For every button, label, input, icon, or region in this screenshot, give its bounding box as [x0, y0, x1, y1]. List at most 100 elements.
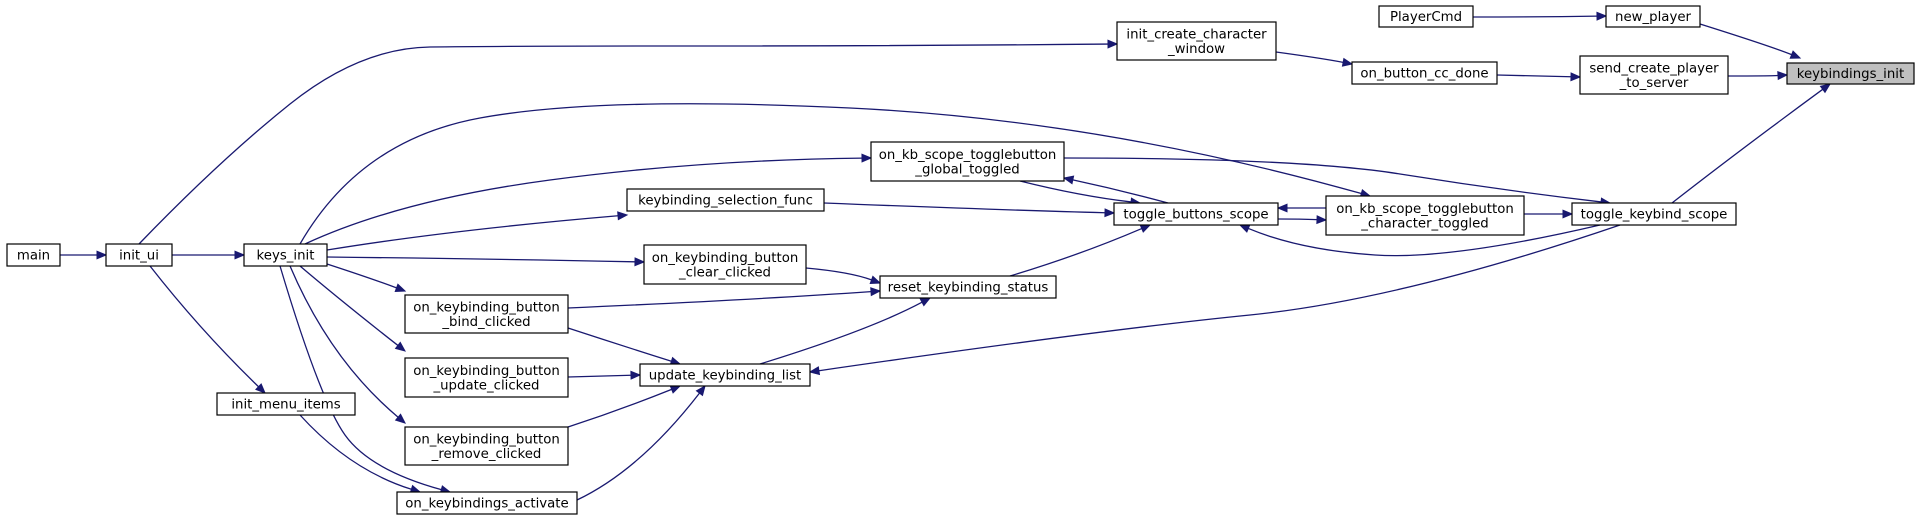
- edge-on-kb-button-clear-to-reset-keybinding-status: [805, 267, 882, 285]
- node-box: [870, 141, 1065, 182]
- node-label: on_button_cc_done: [1360, 67, 1488, 82]
- node-label: _window: [1167, 42, 1225, 57]
- node-box: [1786, 62, 1915, 85]
- node-on-button-cc-done[interactable]: on_button_cc_done: [1351, 61, 1498, 85]
- node-label: on_keybinding_button: [413, 300, 560, 315]
- node-on-keybindings-activate[interactable]: on_keybindings_activate: [396, 491, 578, 515]
- node-label: keys_init: [257, 249, 315, 264]
- edge-reset-keybinding-status-to-toggle-buttons-scope: [1009, 224, 1152, 277]
- node-toggle-keybind-scope[interactable]: toggle_keybind_scope: [1571, 202, 1737, 226]
- node-on-kb-scope-global[interactable]: on_kb_scope_togglebutton_global_toggled: [870, 141, 1065, 182]
- node-label: main: [17, 249, 50, 264]
- node-label: reset_keybinding_status: [888, 281, 1049, 296]
- node-label: send_create_player: [1589, 61, 1719, 76]
- edge-send-create-player-to-keybindings-init: [1727, 71, 1789, 81]
- edge-toggle-buttons-scope-to-on-kb-scope-global: [1062, 175, 1169, 204]
- node-label: PlayerCmd: [1390, 10, 1462, 25]
- node-box: [396, 491, 578, 515]
- node-main[interactable]: main: [6, 243, 61, 267]
- node-label: on_kb_scope_togglebutton: [879, 148, 1057, 163]
- node-reset-keybinding-status[interactable]: reset_keybinding_status: [879, 275, 1057, 299]
- node-box: [6, 243, 61, 267]
- node-label: _update_clicked: [432, 378, 539, 393]
- node-box: [1351, 61, 1498, 85]
- node-label: keybinding_selection_func: [638, 194, 813, 209]
- node-box: [1325, 195, 1525, 236]
- node-label: on_keybindings_activate: [405, 497, 568, 512]
- node-on-kb-scope-character[interactable]: on_kb_scope_togglebutton_character_toggl…: [1325, 195, 1525, 236]
- node-send-create-player[interactable]: send_create_player_to_server: [1579, 55, 1729, 95]
- node-update-keybinding-list[interactable]: update_keybinding_list: [639, 363, 811, 387]
- node-box: [639, 363, 811, 387]
- edge-on-keybindings-activate-to-update-keybinding-list: [576, 384, 706, 501]
- node-label: _bind_clicked: [441, 315, 530, 330]
- node-init-ui[interactable]: init_ui: [105, 243, 173, 267]
- node-keybindings-init[interactable]: keybindings_init: [1786, 62, 1915, 85]
- edge-on-kb-scope-character-to-toggle-keybind-scope: [1524, 209, 1574, 219]
- call-graph-edges: [60, 11, 1832, 501]
- node-on-kb-button-remove[interactable]: on_keybinding_button_remove_clicked: [404, 426, 569, 466]
- node-box: [1579, 55, 1729, 95]
- node-label: on_kb_scope_togglebutton: [1336, 202, 1514, 217]
- node-box: [1116, 21, 1277, 61]
- edge-on-kb-button-bind-to-reset-keybinding-status: [567, 287, 882, 309]
- node-on-kb-button-clear[interactable]: on_keybinding_button_clear_clicked: [643, 244, 807, 285]
- node-box: [1113, 202, 1279, 226]
- node-label: on_keybinding_button: [652, 251, 799, 266]
- edge-on-kb-scope-global-to-toggle-buttons-scope: [1019, 180, 1142, 207]
- node-label: _to_server: [1619, 76, 1689, 91]
- node-label: init_create_character: [1126, 27, 1267, 42]
- edge-update-keybinding-list-to-reset-keybinding-status: [759, 297, 932, 365]
- node-label: toggle_keybind_scope: [1581, 208, 1728, 223]
- edge-keys-init-to-on-kb-scope-global: [304, 153, 873, 245]
- node-box: [243, 243, 328, 267]
- node-label: on_keybinding_button: [413, 364, 560, 379]
- edge-toggle-buttons-scope-to-on-kb-scope-character: [1277, 215, 1328, 225]
- edge-new-player-to-keybindings-init: [1699, 23, 1802, 59]
- edge-keys-init-to-keybinding-selection-func: [326, 211, 629, 251]
- edge-init-menu-items-to-on-keybindings-activate: [299, 414, 422, 494]
- node-init-menu-items[interactable]: init_menu_items: [216, 392, 356, 416]
- edge-on-kb-scope-character-to-toggle-buttons-scope: [1276, 203, 1327, 213]
- edge-toggle-keybind-scope-to-update-keybinding-list: [808, 224, 1621, 376]
- node-playercmd[interactable]: PlayerCmd: [1378, 5, 1474, 28]
- node-keys-init[interactable]: keys_init: [243, 243, 328, 267]
- node-on-kb-button-update[interactable]: on_keybinding_button_update_clicked: [404, 357, 569, 398]
- edge-init-ui-to-init-create-character-window: [138, 39, 1119, 245]
- edge-keys-init-to-on-kb-button-bind: [326, 263, 407, 292]
- edge-toggle-keybind-scope-to-keybindings-init: [1671, 83, 1832, 204]
- edge-playercmd-to-new-player: [1472, 11, 1608, 21]
- edge-keys-init-to-on-kb-button-update: [299, 265, 407, 352]
- node-box: [105, 243, 173, 267]
- node-label: _remove_clicked: [431, 447, 542, 462]
- edge-init-create-character-window-to-on-button-cc-done: [1275, 51, 1354, 67]
- node-label: _clear_clicked: [678, 265, 771, 280]
- node-box: [1605, 5, 1701, 28]
- edge-keys-init-to-on-kb-button-clear: [326, 256, 646, 267]
- node-label: toggle_buttons_scope: [1123, 208, 1268, 223]
- call-graph-nodes: keybindings_init new_player PlayerCmd send_…: [6, 5, 1915, 515]
- node-box: [404, 357, 569, 398]
- node-toggle-buttons-scope[interactable]: toggle_buttons_scope: [1113, 202, 1279, 226]
- edge-keybinding-selection-func-to-toggle-buttons-scope: [823, 202, 1116, 218]
- node-label: new_player: [1615, 10, 1691, 25]
- node-box: [404, 426, 569, 466]
- node-keybinding-selection-func[interactable]: keybinding_selection_func: [626, 188, 825, 212]
- node-box: [1378, 5, 1474, 28]
- edge-main-to-init-ui: [60, 250, 108, 260]
- node-on-kb-button-bind[interactable]: on_keybinding_button_bind_clicked: [404, 294, 569, 334]
- node-new-player[interactable]: new_player: [1605, 5, 1701, 28]
- node-box: [404, 294, 569, 334]
- node-box: [643, 244, 807, 285]
- edge-init-ui-to-init-menu-items: [149, 265, 266, 394]
- edge-keys-init-to-on-kb-button-remove: [289, 265, 406, 424]
- node-init-create-character-window[interactable]: init_create_character_window: [1116, 21, 1277, 61]
- node-label: update_keybinding_list: [649, 369, 802, 384]
- node-label: on_keybinding_button: [413, 432, 560, 447]
- node-label: _character_toggled: [1360, 216, 1489, 231]
- node-box: [1571, 202, 1737, 226]
- node-box: [879, 275, 1057, 299]
- edge-on-kb-button-remove-to-update-keybinding-list: [567, 385, 682, 428]
- node-label: _global_toggled: [914, 162, 1019, 177]
